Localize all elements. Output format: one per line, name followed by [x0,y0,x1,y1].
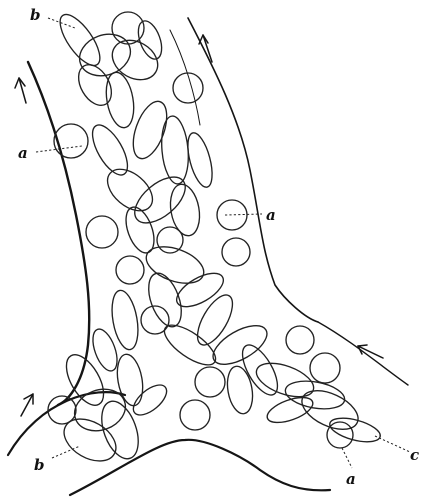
red-corpuscle [54,124,88,158]
red-corpuscle [195,367,225,397]
arrow-icon [15,78,26,103]
red-corpuscle [116,256,144,284]
red-corpuscle [180,400,210,430]
oval-corpuscle [127,168,194,231]
oval-corpuscle [100,161,160,219]
oval-corpuscle [191,290,240,350]
arrow-icon [21,394,33,416]
leader-a-right [225,214,262,215]
oval-corpuscle [141,240,208,291]
oval-corpuscle [296,383,364,437]
oval-corpuscle [327,414,382,447]
leader-lines [36,18,410,468]
oval-corpuscle [69,382,132,437]
vessel-wall-branch-upper [318,322,408,385]
oval-corpuscle [159,318,222,372]
oval-corpuscle [236,340,285,400]
vessel-wall-inner [170,30,200,125]
red-corpuscle [48,396,76,424]
oval-corpuscle [114,352,147,407]
oval-corpuscle [105,32,165,87]
round-corpuscles [48,12,353,448]
label-c: c [410,446,419,464]
vessel-wall-right [188,18,318,322]
red-corpuscle [286,326,314,354]
vessel-wall-left [28,62,89,405]
oval-corpuscle [171,267,228,314]
label-b-bottom: b [34,456,45,474]
flow-arrows [15,35,383,416]
red-corpuscle [310,353,340,383]
label-a-bottom: a [346,470,356,488]
red-corpuscle [217,200,247,230]
red-corpuscle [222,238,250,266]
label-a-left: a [18,144,28,162]
red-corpuscle [173,73,203,103]
label-a-right: a [266,206,276,224]
oval-corpuscle [224,364,256,415]
label-b-top: b [30,6,41,24]
red-corpuscle [86,216,118,248]
oval-corpuscle [252,357,318,404]
arrow-icon [199,35,212,62]
leader-b-top [48,18,75,28]
oval-corpuscle [159,115,191,185]
leader-a-bottom [342,448,352,468]
oval-corpuscle [86,120,135,180]
oval-corpuscle [72,59,118,111]
vessel-wall-crotch [70,440,330,495]
oval-corpuscle [57,410,123,469]
leader-c [375,436,410,452]
oval-corpuscle [128,379,171,420]
